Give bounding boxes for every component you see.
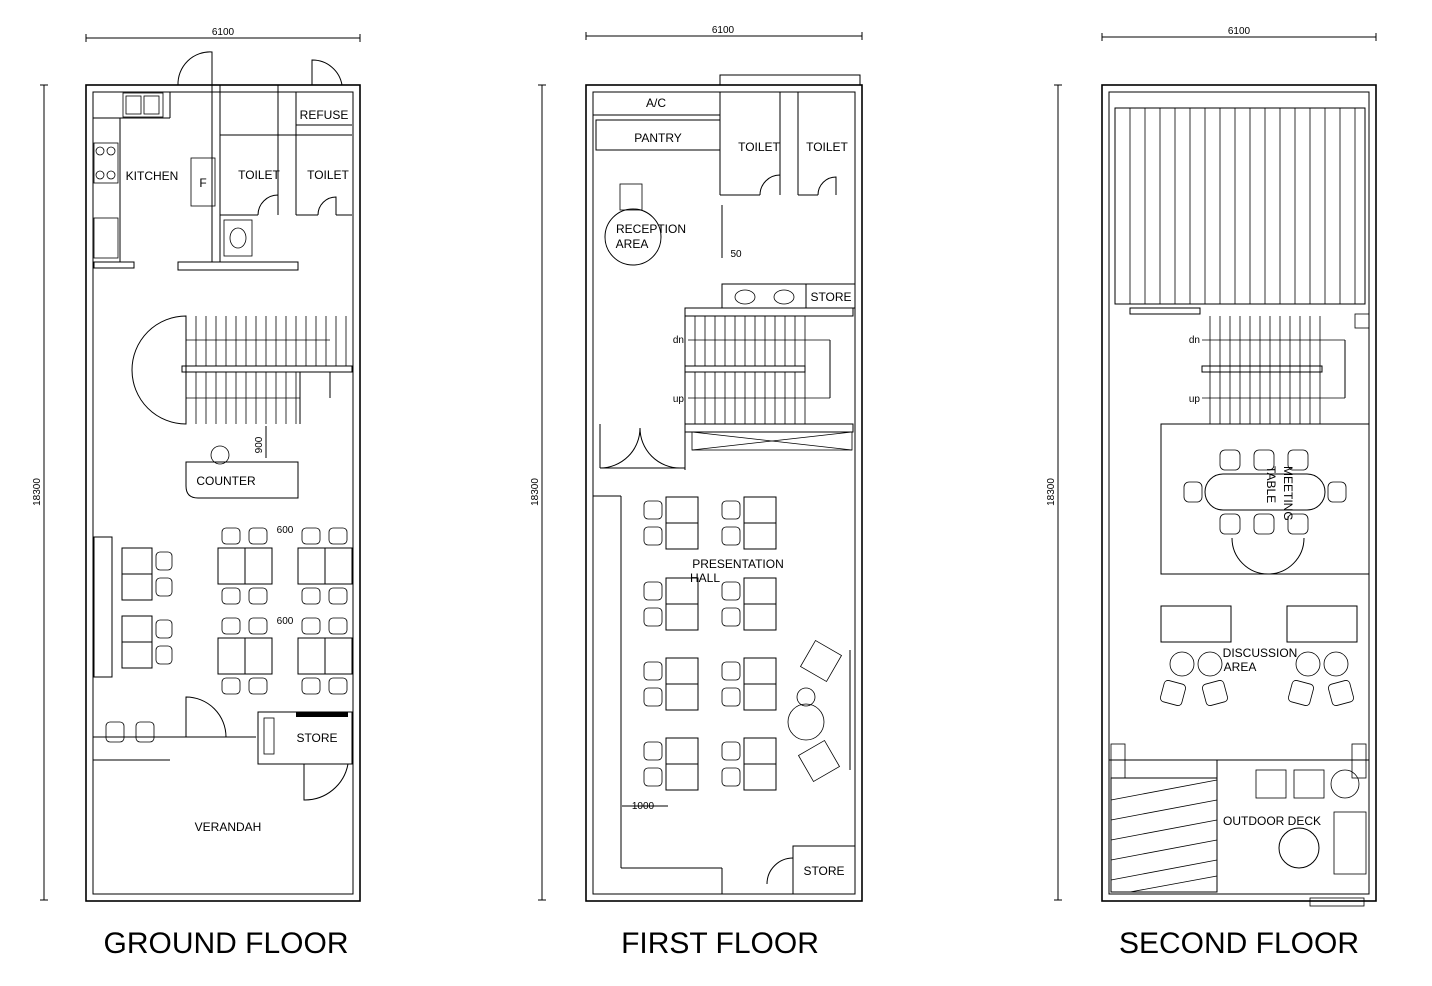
dim-600: 600: [277, 525, 294, 536]
length-dimension-ground: 18300: [32, 84, 48, 901]
width-label: 6100: [212, 27, 235, 38]
toilet-label: TOILET: [738, 140, 780, 154]
fridge-label: F: [199, 176, 206, 190]
hall-label: HALL: [690, 571, 720, 585]
dim-50: 50: [730, 249, 742, 260]
width-dimension-second: 6100: [1101, 26, 1377, 41]
length-label: 18300: [1046, 478, 1057, 506]
width-dimension-ground: 6100: [85, 27, 361, 42]
refuse-label: REFUSE: [300, 108, 349, 122]
dim-1000: 1000: [632, 801, 655, 812]
reception-label: RECEPTION: [616, 222, 686, 236]
length-label: 18300: [32, 478, 43, 506]
store-label: STORE: [810, 290, 851, 304]
stair-up-label: up: [673, 394, 685, 405]
presentation-label: PRESENTATION: [692, 557, 784, 571]
length-label: 18300: [530, 478, 541, 506]
discussion-area-label: AREA: [1224, 660, 1257, 674]
ground-floor-title: GROUND FLOOR: [103, 927, 348, 960]
kitchen-label: KITCHEN: [126, 169, 179, 183]
pantry-label: PANTRY: [634, 131, 682, 145]
ground-floor-plan: F KITCHEN TOILET TOILET REFUSE: [85, 51, 361, 902]
toilet-label: TOILET: [806, 140, 848, 154]
verandah-label: VERANDAH: [195, 820, 262, 834]
ac-label: A/C: [646, 96, 666, 110]
counter-label: COUNTER: [196, 474, 256, 488]
second-floor-plan: dn up MEETING TABLE DISCUSSION AREA: [1101, 84, 1377, 907]
reception-area-label: AREA: [616, 237, 649, 251]
first-floor-plan: A/C PANTRY TOILET TOILET RECEPTION AREA …: [585, 74, 863, 902]
width-label: 6100: [1228, 26, 1251, 37]
discussion-label: DISCUSSION: [1223, 646, 1298, 660]
width-label: 6100: [712, 25, 735, 36]
stair-down-label: dn: [1189, 335, 1200, 346]
second-floor-title: SECOND FLOOR: [1119, 927, 1359, 960]
stair-down-label: dn: [673, 335, 684, 346]
outdoor-deck-label: OUTDOOR DECK: [1223, 814, 1321, 828]
dim-600: 600: [277, 616, 294, 627]
store-label: STORE: [296, 731, 337, 745]
dim-900: 900: [254, 436, 265, 453]
store-label: STORE: [803, 864, 844, 878]
first-floor-title: FIRST FLOOR: [621, 927, 819, 960]
table-label: TABLE: [1264, 466, 1278, 503]
width-dimension-first: 6100: [585, 25, 863, 40]
length-dimension-second: 18300: [1046, 84, 1062, 901]
stair-up-label: up: [1189, 394, 1201, 405]
toilet-label: TOILET: [307, 168, 349, 182]
toilet-label: TOILET: [238, 168, 280, 182]
meeting-label: MEETING: [1281, 466, 1295, 521]
length-dimension-first: 18300: [530, 84, 546, 901]
